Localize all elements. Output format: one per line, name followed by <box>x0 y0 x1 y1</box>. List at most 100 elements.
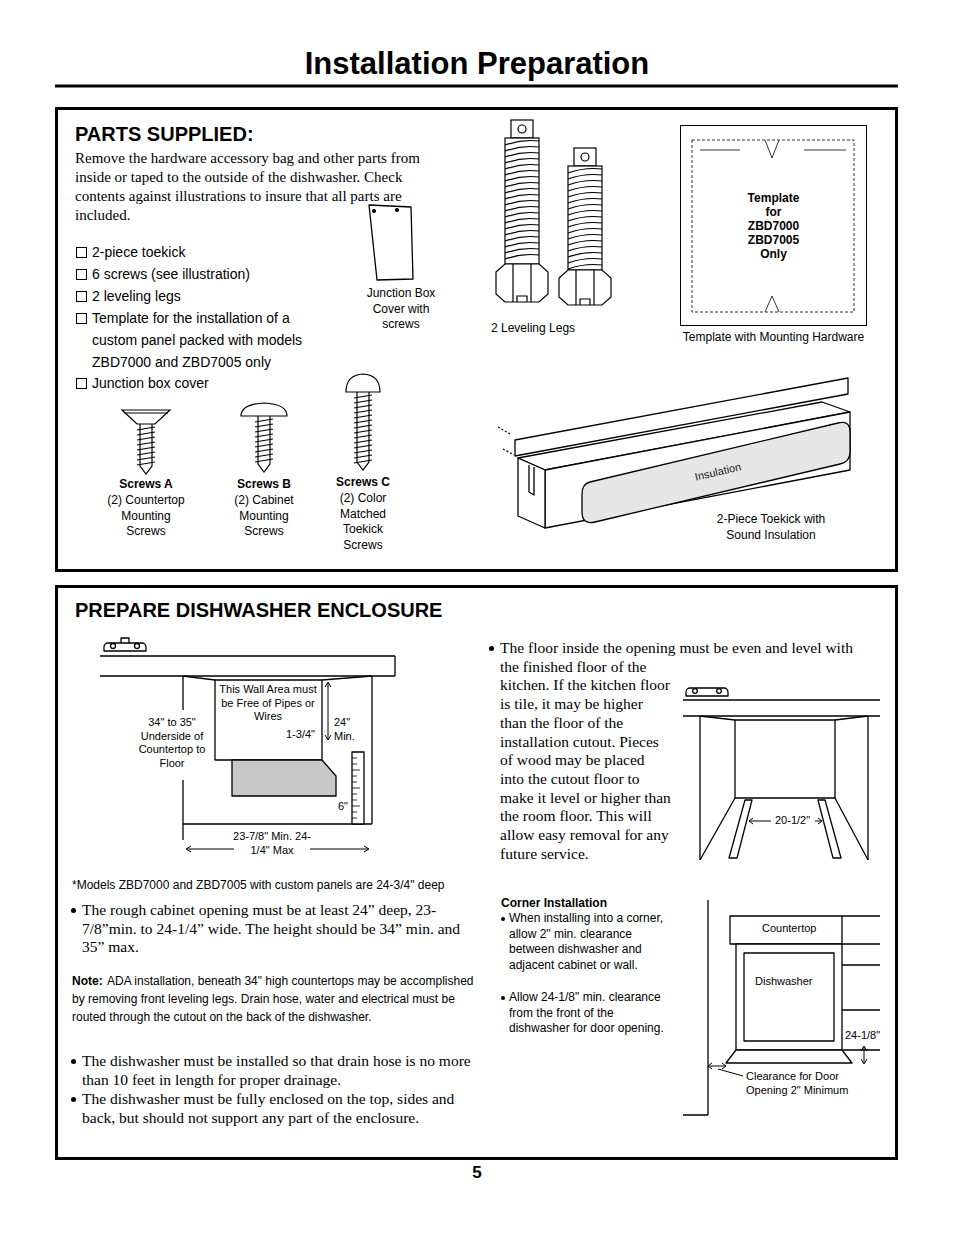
enclosure-drawing <box>183 676 372 824</box>
screw <box>354 445 372 448</box>
screw <box>255 419 273 422</box>
corner-drawing <box>683 900 708 1115</box>
leveling-leg <box>568 247 602 252</box>
corner-drawing <box>718 1069 743 1076</box>
screw <box>255 454 273 457</box>
leveling-leg <box>518 125 526 133</box>
screw <box>137 457 155 460</box>
corner-drawing <box>726 1050 852 1063</box>
screw <box>137 447 155 450</box>
enclosure-drawing <box>104 643 146 651</box>
screw <box>255 439 273 442</box>
part-name: Screws B <box>219 477 309 492</box>
screw <box>124 412 168 413</box>
leveling-leg <box>568 223 602 228</box>
checklist-item: 2-piece toekick <box>92 241 322 263</box>
note-text: ADA installation, beneath 34" high count… <box>72 972 474 1026</box>
leveling-leg <box>505 189 539 194</box>
part-caption: Junction Box Cover with screws <box>366 286 436 333</box>
screw <box>354 435 372 438</box>
dimension-label: 6" <box>338 800 348 814</box>
enclosure-drawing <box>232 760 336 796</box>
template-sheet-drawing <box>692 140 854 312</box>
leveling-leg <box>568 259 602 264</box>
screw <box>137 442 155 445</box>
footnote: *Models ZBD7000 and ZBD7005 with custom … <box>72 877 444 893</box>
leveling-leg <box>505 165 539 170</box>
leveling-leg <box>505 237 539 242</box>
part-caption: (2) Color Matched Toekick Screws <box>331 491 395 553</box>
leveling-leg <box>568 265 602 270</box>
junction-box-cover <box>369 205 413 280</box>
leveling-leg <box>568 217 602 222</box>
screw <box>255 444 273 447</box>
wrap-spacer <box>672 676 858 936</box>
part-caption: 2 Leveling Legs <box>491 321 575 336</box>
enclosure-drawing <box>325 682 331 740</box>
screw <box>137 427 155 430</box>
page-title: Installation Preparation <box>0 44 954 84</box>
dimension-label: 34" to 35" Underside of Countertop to Fl… <box>134 716 210 770</box>
section-heading: PARTS SUPPLIED: <box>75 121 254 147</box>
dimension-label: 24" Min. <box>334 716 364 743</box>
leveling-leg <box>568 205 602 210</box>
bullet-dot <box>501 996 505 1000</box>
line-art <box>55 86 898 1115</box>
level-floor-drawing <box>700 716 868 860</box>
screw <box>122 410 170 424</box>
leveling-leg <box>505 207 539 212</box>
screw <box>354 450 372 453</box>
leveling-leg <box>505 147 539 152</box>
leveling-leg <box>505 183 539 188</box>
bullet-text: The rough cabinet opening must be at lea… <box>82 901 477 957</box>
enclosure-drawing <box>121 638 129 643</box>
screw <box>354 395 372 398</box>
corner-drawing <box>842 965 880 1050</box>
template-sheet-drawing <box>692 140 854 312</box>
leveling-leg <box>505 219 539 224</box>
screw <box>354 405 372 408</box>
leveling-leg <box>568 235 602 240</box>
leveling-leg <box>505 141 539 146</box>
dimension-label: 23-7/8" Min. 24-1/4" Max <box>232 830 312 857</box>
enclosure-drawing <box>352 758 360 818</box>
junction-box-cover <box>369 205 413 280</box>
checklist-item: Template for the installation of a custo… <box>92 307 332 373</box>
leveling-leg <box>574 148 596 166</box>
enclosure-drawing <box>111 644 116 649</box>
template-label: Template for ZBD7000 ZBD7005 Only <box>743 191 805 261</box>
leveling-leg <box>568 193 602 198</box>
bullet-dot <box>71 1097 76 1102</box>
leveling-leg <box>568 181 602 186</box>
leveling-leg <box>496 120 548 302</box>
enclosure-drawing <box>352 752 364 824</box>
leveling-leg <box>505 255 539 260</box>
bullet-text: The dishwasher must be fully enclosed on… <box>82 1090 477 1127</box>
leveling-leg <box>576 270 594 305</box>
template-sheet-drawing <box>765 296 779 312</box>
level-floor-drawing <box>735 720 835 798</box>
part-label: Countertop <box>762 922 816 936</box>
bullet-dot <box>71 1059 76 1064</box>
leveling-leg <box>517 296 527 302</box>
screw <box>255 424 273 427</box>
leveling-leg <box>559 148 611 305</box>
leveling-leg <box>580 299 590 305</box>
bullet-dot <box>71 908 76 913</box>
part-caption: (2) Countertop Mounting Screws <box>104 493 188 540</box>
dimension-label: 20-1/2" <box>775 814 810 828</box>
corner-drawing <box>708 1063 726 1069</box>
leveling-leg <box>505 225 539 230</box>
screw <box>137 462 155 465</box>
leveling-leg <box>581 153 589 161</box>
level-floor-drawing <box>717 689 722 694</box>
enclosure-drawing <box>100 656 395 676</box>
leveling-leg <box>568 187 602 192</box>
corner-drawing <box>683 900 880 1115</box>
dimension-label: Clearance for Door Opening 2" Minimum <box>746 1070 858 1097</box>
level-floor-drawing <box>693 689 698 694</box>
intro-paragraph: Remove the hardware accessory bag and ot… <box>75 149 447 225</box>
leveling-leg <box>505 171 539 176</box>
leveling-leg <box>505 159 539 164</box>
